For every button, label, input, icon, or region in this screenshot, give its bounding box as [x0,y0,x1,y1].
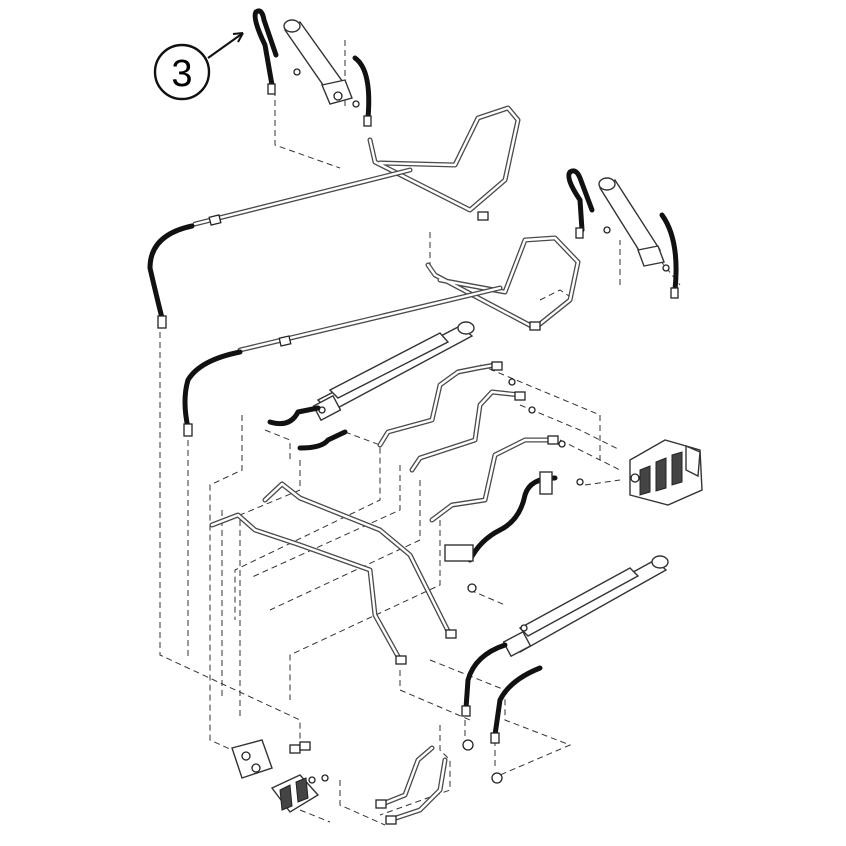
hose-left-long-1 [147,223,195,321]
dashed-guide-lines [159,40,681,826]
rigid-tubes-valve [377,361,566,523]
hose-item-3 [252,8,279,95]
rigid-tubes-left [209,481,457,665]
tilt-cylinder-middle [312,321,475,422]
rigid-tube-middle [237,235,581,353]
hose-right-cylinder-2 [659,212,679,293]
hose-lower-1 [463,642,508,711]
hose-cylinder-right [352,55,372,121]
hose-lower-2 [492,665,543,738]
rigid-tubes-bottom [375,745,448,825]
control-valve-left [231,739,329,813]
control-valve-right [629,439,703,506]
hose-short-1 [267,405,321,427]
hose-right-cylinder-1 [566,168,595,233]
lift-cylinder-right [598,177,670,272]
callout-3: 3 [153,32,244,101]
hose-short-2 [297,429,348,451]
tilt-cylinder-lower [502,555,669,658]
hose-valve-feed [467,475,558,563]
lift-cylinder-upper [283,19,360,108]
rigid-tube-upper [192,105,521,227]
callout-label: 3 [171,53,192,95]
hose-left-long-2 [182,349,243,431]
elbow-fitting [444,544,474,562]
